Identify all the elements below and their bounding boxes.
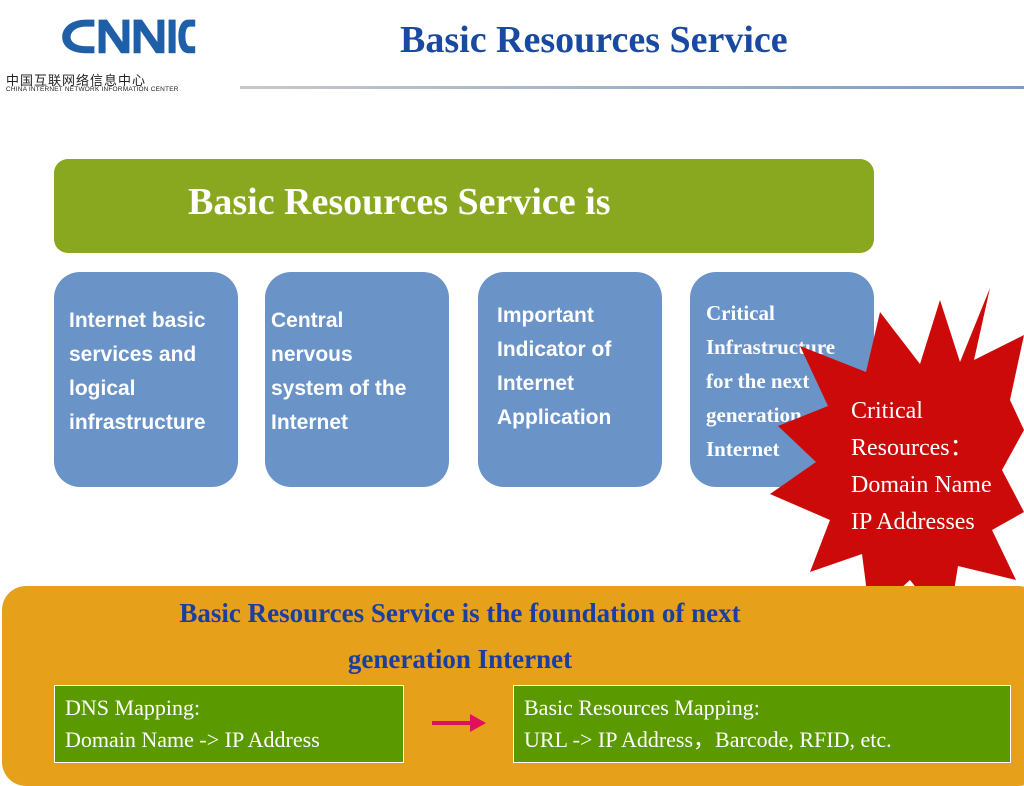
card-1-line: Internet basic — [69, 309, 206, 332]
definition-banner — [54, 159, 874, 253]
card-important-indicator — [478, 272, 662, 487]
slide-title: Basic Resources Service — [400, 19, 788, 61]
dns-mapping-detail: Domain Name -> IP Address — [65, 727, 320, 752]
right-arrow-icon — [432, 714, 486, 732]
foundation-line-1: Basic Resources Service is the foundatio… — [179, 598, 741, 628]
card-4-line: Critical — [706, 301, 775, 325]
definition-banner-text: Basic Resources Service is — [188, 181, 611, 223]
card-1-line: infrastructure — [69, 411, 206, 434]
card-1-line: logical — [69, 377, 136, 400]
card-3-text: Important Indicator of Internet Applicat… — [497, 299, 611, 435]
basic-resources-mapping-box: Basic Resources Mapping: URL -> IP Addre… — [513, 685, 1011, 763]
burst-line: IP Addresses — [851, 509, 975, 535]
critical-resources-burst — [770, 288, 1024, 628]
cnnic-logo-mark — [62, 19, 196, 54]
card-1-text: Internet basic services and logical infr… — [69, 304, 206, 440]
card-2-line: Internet — [271, 411, 349, 434]
card-3-line: Indicator of — [497, 338, 612, 361]
card-internet-basic-services — [54, 272, 238, 487]
burst-line: Domain Name — [851, 472, 992, 498]
logo-chinese-name: 中国互联网络信息中心 — [6, 74, 147, 89]
foundation-statement: Basic Resources Service is the foundatio… — [60, 590, 860, 682]
card-central-nervous-system — [265, 272, 449, 487]
basic-mapping-title: Basic Resources Mapping: — [524, 695, 760, 720]
dns-mapping-box: DNS Mapping: Domain Name -> IP Address — [54, 685, 404, 763]
burst-line: Resources： — [851, 435, 974, 461]
card-3-line: Internet — [497, 372, 575, 395]
basic-mapping-detail: URL -> IP Address，Barcode, RFID, etc. — [524, 727, 892, 752]
header-divider — [240, 86, 1024, 89]
card-3-line: Important — [497, 304, 594, 327]
dns-mapping-title: DNS Mapping: — [65, 695, 201, 720]
card-2-text: Central nervous system of the Internet — [271, 304, 406, 440]
card-1-line: services and — [69, 343, 197, 366]
card-4-line: for the next — [706, 369, 810, 393]
logo-english-name: CHINA INTERNET NETWORK INFORMATION CENTE… — [6, 86, 179, 93]
burst-text: Critical Resources： Domain Name IP Addre… — [851, 393, 992, 541]
card-2-line: nervous — [271, 343, 353, 366]
burst-line: Critical — [851, 398, 923, 424]
card-4-line: Internet — [706, 437, 780, 461]
card-3-line: Application — [497, 406, 612, 429]
card-2-line: Central — [271, 309, 344, 332]
foundation-line-2: generation Internet — [347, 644, 573, 674]
card-2-line: system of the — [271, 377, 407, 400]
